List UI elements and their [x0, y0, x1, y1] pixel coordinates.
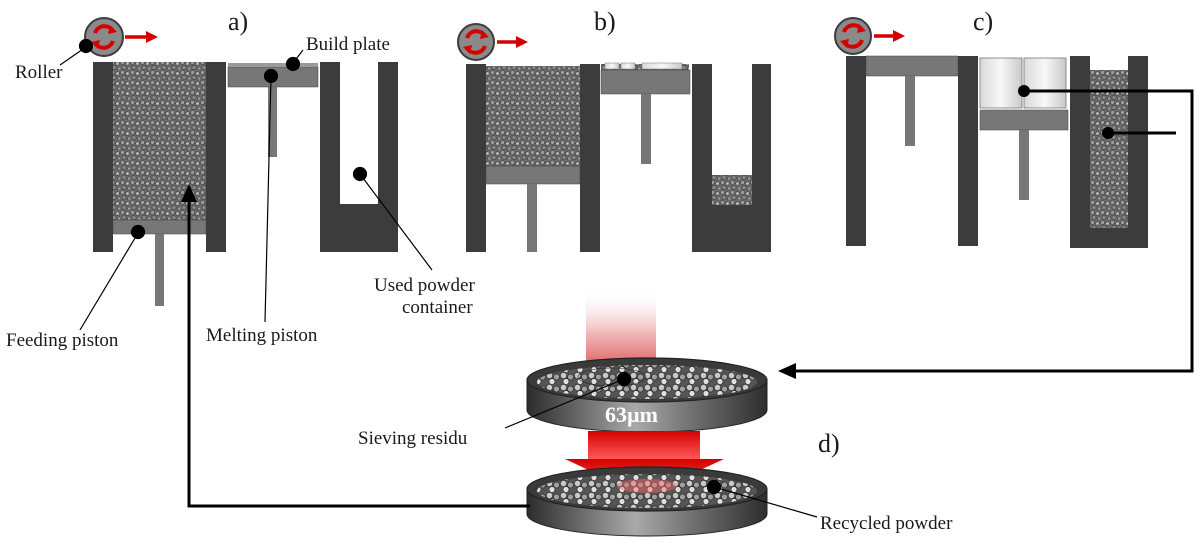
- feed-chamber-right-wall-c: [958, 56, 978, 246]
- finished-part-c: [979, 57, 1067, 109]
- build-plate-c: [979, 109, 1069, 131]
- feeding-piston-label: Feeding piston: [6, 330, 119, 351]
- motion-arrow-icon-c: [874, 30, 905, 42]
- used-powder-container: [320, 62, 398, 252]
- panel-label-c: c): [973, 7, 993, 36]
- roller: [84, 17, 124, 57]
- roller-label: Roller: [15, 62, 63, 83]
- feeding-piston-rod-b: [527, 184, 537, 252]
- melting-piston-rod: [268, 87, 277, 157]
- build-plate-b: [600, 69, 691, 95]
- feeding-piston-plate-c: [865, 55, 959, 77]
- sieve-mesh-label: 63µm: [605, 402, 658, 427]
- flow-connector-c: [790, 85, 1194, 373]
- feed-chamber-left-wall-c: [846, 56, 866, 246]
- used-powder-label-line1: Used powder: [374, 275, 475, 296]
- panel-a: a) Roller Build plate Feeding piston Mel…: [6, 7, 475, 351]
- used-powder-collected-b: [712, 175, 752, 205]
- feeding-piston-plate-b: [485, 165, 581, 185]
- build-plate-top-layer: [228, 63, 318, 67]
- sieving-residu-label: Sieving residu: [358, 428, 468, 449]
- used-powder-container-c: [1070, 56, 1148, 248]
- leader-lines-a: [59, 38, 433, 331]
- panel-label-a: a): [228, 7, 248, 36]
- melting-piston-rod-c: [1019, 130, 1029, 200]
- feed-chamber-right-wall: [206, 62, 226, 252]
- feeding-piston-rod: [155, 234, 164, 306]
- panel-c: c): [778, 7, 1194, 379]
- used-powder-collected-c: [1090, 70, 1128, 228]
- feed-chamber-left-wall: [93, 62, 113, 252]
- panel-b: b): [457, 7, 771, 252]
- used-powder-container-b: [692, 64, 771, 252]
- leader-lines-d: [504, 371, 818, 518]
- feed-powder-bed-b: [486, 66, 580, 166]
- feeding-piston-plate: [112, 219, 207, 235]
- panel-label-d: d): [818, 429, 840, 458]
- motion-arrow-icon: [125, 31, 158, 43]
- roller-c: [834, 17, 872, 55]
- feed-chamber-right-wall-b: [580, 64, 600, 252]
- sieve-top: [526, 357, 768, 433]
- sieve-bottom: [526, 466, 768, 537]
- recycle-return-line: [181, 184, 530, 508]
- flow-arrow-icon: [778, 363, 796, 379]
- panel-label-b: b): [594, 7, 616, 36]
- melting-piston-label: Melting piston: [206, 325, 318, 346]
- recycled-powder-label: Recycled powder: [820, 513, 953, 534]
- build-plate-label: Build plate: [306, 34, 390, 55]
- build-part-b: [604, 62, 683, 70]
- feed-chamber-left-wall-b: [466, 64, 486, 252]
- panel-d: 63µm d) Sieving residu Recycled powder: [181, 184, 953, 537]
- roller-b: [457, 23, 495, 61]
- motion-arrow-icon-b: [497, 36, 528, 48]
- feeding-piston-rod-c: [905, 76, 915, 146]
- used-powder-label-line2: container: [402, 297, 473, 318]
- melting-piston-rod-b: [641, 94, 651, 164]
